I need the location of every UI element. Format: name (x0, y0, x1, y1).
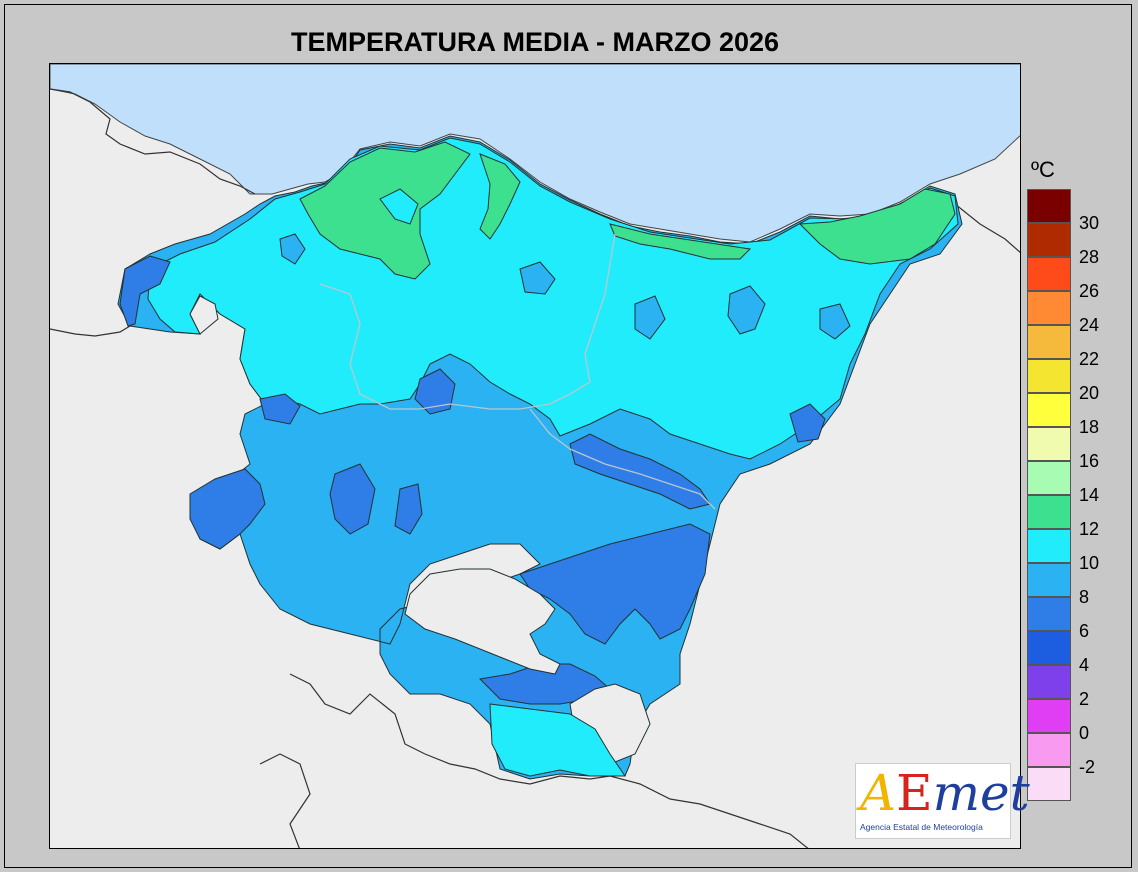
region-border-south-2 (259, 753, 311, 848)
legend-tick-label: 14 (1079, 485, 1100, 505)
legend-swatch (1027, 529, 1071, 563)
legend-tick-label: 12 (1079, 519, 1100, 539)
region-border-west (50, 325, 131, 337)
legend-swatch (1027, 325, 1071, 359)
zone-6-8-southeast (519, 523, 711, 645)
legend-unit: ºC (1031, 157, 1055, 182)
zone-12-14-west (299, 141, 471, 280)
legend-swatch (1027, 427, 1071, 461)
legend-swatch (1027, 631, 1071, 665)
legend-tick-label: 18 (1079, 417, 1100, 437)
legend-swatch (1027, 393, 1071, 427)
enclave-south (404, 568, 561, 675)
legend-swatch (1027, 733, 1071, 767)
legend-tick-label: 28 (1079, 247, 1100, 267)
zone-8-10-blob-3 (634, 295, 666, 340)
province-boundary-1 (319, 233, 616, 410)
legend-tick-label: 20 (1079, 383, 1100, 403)
province-boundary-2 (529, 408, 716, 510)
zone-10-12-south (489, 703, 626, 777)
zone-6-8-nw (119, 255, 171, 327)
legend-tick-label: 4 (1079, 655, 1090, 675)
enclave-west (189, 295, 219, 335)
legend-tick-label: 2 (1079, 689, 1090, 709)
aemet-logo-mark: AEmet (860, 764, 1030, 822)
legend-tick-label: 16 (1079, 451, 1100, 471)
legend-swatch (1027, 699, 1071, 733)
legend-tick-label: 0 (1079, 723, 1090, 743)
zone-12-14-east (798, 188, 956, 265)
legend-swatch (1027, 189, 1071, 223)
coast-west (50, 88, 256, 195)
legend-tick-label: -2 (1079, 757, 1096, 777)
zone-6-8-blob-2 (789, 403, 826, 443)
legend-tick-label: 26 (1079, 281, 1100, 301)
legend-tick-label: 30 (1079, 213, 1100, 233)
legend-tick-label: 8 (1079, 587, 1090, 607)
legend-swatch (1027, 563, 1071, 597)
zone-6-8-blob-1 (414, 368, 456, 415)
region-border-south (289, 673, 809, 848)
zone-8-10-blob-5 (819, 303, 851, 340)
legend-swatch (1027, 665, 1071, 699)
zone-6-8-west (189, 468, 266, 550)
legend-swatch (1027, 359, 1071, 393)
legend-tick-label: 24 (1079, 315, 1100, 335)
legend-tick-label: 10 (1079, 553, 1100, 573)
aemet-logo-tagline: Agencia Estatal de Meteorología (860, 822, 983, 832)
zone-6-8-blob-5 (259, 393, 301, 425)
temperature-map (49, 63, 1021, 849)
legend-tick-label: 6 (1079, 621, 1090, 641)
zone-8-10-blob-1 (519, 261, 556, 295)
figure-frame: TEMPERATURA MEDIA - MARZO 2026 (4, 4, 1132, 868)
zone-6-8-blob-4 (394, 483, 423, 535)
zone-8-10-blob-2 (727, 285, 766, 335)
map-title: TEMPERATURA MEDIA - MARZO 2026 (290, 27, 780, 57)
region-border-east (954, 203, 1020, 254)
zone-12-14-coast (609, 223, 752, 260)
legend-swatch (1027, 257, 1071, 291)
zone-10-12-island (379, 188, 419, 225)
legend-swatch (1027, 597, 1071, 631)
zone-8-10-blob-4 (279, 233, 306, 265)
zone-6-8-blob-3 (329, 463, 376, 535)
legend-tick-label: 22 (1079, 349, 1100, 369)
legend-swatch (1027, 461, 1071, 495)
aemet-logo: AEmet Agencia Estatal de Meteorología (855, 763, 1030, 839)
map-svg (50, 64, 1020, 848)
legend-swatch (1027, 291, 1071, 325)
legend-swatch (1027, 223, 1071, 257)
legend-swatch (1027, 495, 1071, 529)
legend-swatch (1027, 767, 1071, 801)
zone-12-14-mid (479, 153, 521, 240)
